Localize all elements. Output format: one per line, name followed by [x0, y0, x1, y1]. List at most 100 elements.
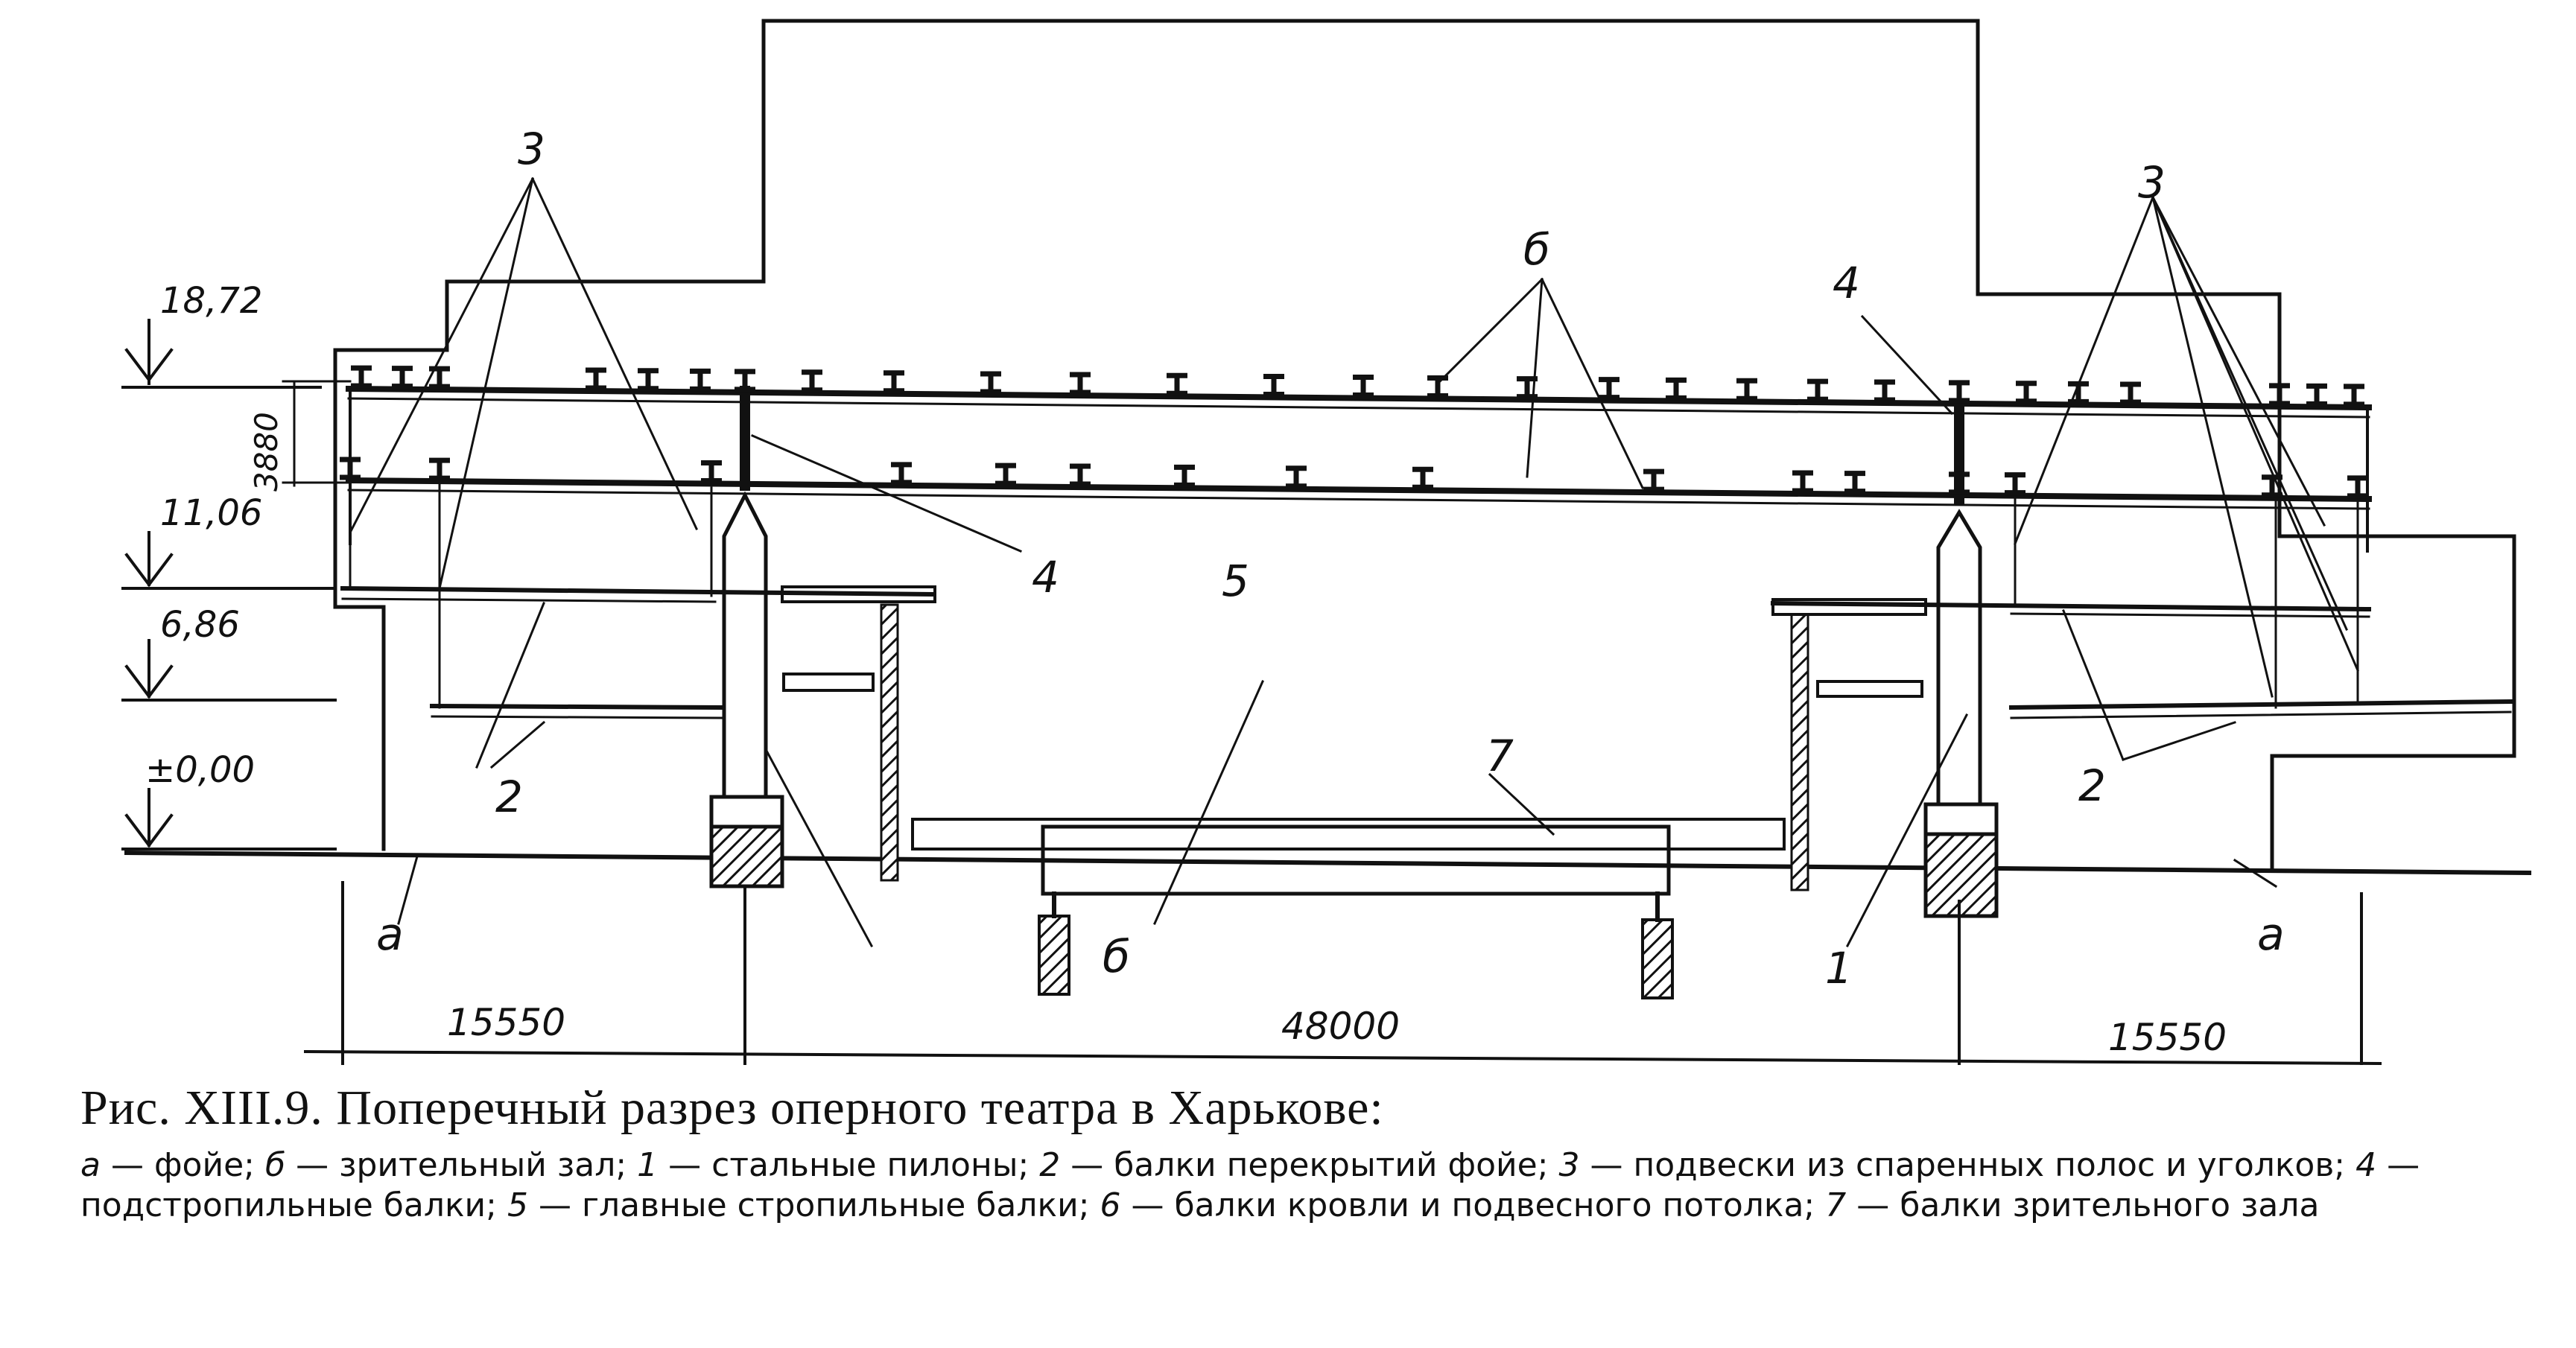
truss-top-chord [345, 385, 2373, 411]
callout-b-hall: б [1103, 931, 1130, 983]
legend-text: — балки перекрытий фойе; [1060, 1146, 1559, 1184]
i-beam-marker [638, 368, 659, 392]
i-beam-marker [2068, 381, 2089, 404]
i-beam-marker [2262, 474, 2282, 498]
i-beam-marker [1844, 471, 1865, 495]
pylon-left [722, 491, 768, 799]
legend-text: — балки зрительного зала [1846, 1186, 2320, 1224]
wall-right-hall [1790, 613, 1809, 891]
callout-3-right: 3 [2138, 157, 2166, 208]
truss-depth-dimension [282, 380, 352, 487]
span-dimensions [303, 881, 2382, 1078]
span-label-middle: 48000 [1281, 1005, 1400, 1048]
i-beam-marker [1070, 463, 1091, 487]
legend-key: 7 [1825, 1186, 1847, 1224]
truss-depth-label: 3880 [248, 412, 285, 492]
i-beam-marker [883, 370, 904, 394]
i-beam-marker [1949, 380, 1970, 404]
bracket-right [1816, 680, 1923, 698]
legend-text: — балки кровли и подвесного потолка; [1120, 1186, 1826, 1224]
callout-7: 7 [1486, 731, 1514, 781]
pylon-right [1936, 509, 1982, 807]
callout-4-left: 4 [1032, 552, 1059, 603]
span-label-right: 15550 [2108, 1016, 2227, 1059]
legend-text: — фойе; [100, 1146, 265, 1184]
pylon-base-right [1923, 802, 1999, 836]
truss-bottom-chord-inner [347, 489, 2370, 510]
foyer-beam-right-lower [2008, 699, 2513, 710]
i-beam-marker [429, 366, 450, 390]
legend-key: б [264, 1146, 286, 1184]
elevation-markers [121, 319, 337, 851]
slab-left [781, 585, 936, 603]
foyer-beam-right-upper-b [2010, 612, 2370, 618]
figure-caption: Рис. XIII.9. Поперечный разрез оперного … [80, 1078, 2561, 1226]
foyer-beam-left-upper [340, 585, 934, 597]
foundation-hall-left [1038, 915, 1070, 996]
caption-title: Рис. XIII.9. Поперечный разрез оперного … [80, 1081, 1384, 1135]
callout-a-right: а [2257, 909, 2285, 961]
foundation-right [1923, 832, 1999, 918]
i-beam-marker [1643, 468, 1664, 492]
i-beam-marker [2269, 383, 2290, 407]
i-beam-marker [1874, 379, 1895, 403]
i-beam-marker [690, 368, 711, 392]
elevation-label-1: 18,72 [160, 280, 262, 322]
i-beam-marker [1167, 372, 1187, 396]
i-beam-marker [2005, 472, 2025, 496]
truss-bottom-chord [345, 477, 2373, 503]
i-beam-marker [2306, 383, 2327, 407]
legend-key: 5 [507, 1186, 528, 1224]
i-beam-marker [1666, 377, 1687, 401]
elevation-label-4: ±0,00 [145, 749, 255, 791]
callout-3-left: 3 [518, 124, 545, 174]
i-beam-marker [2344, 384, 2364, 407]
foyer-beam-right-lower-b [2010, 710, 2512, 719]
i-beam-marker [1353, 375, 1374, 398]
legend-text: — главные стропильные балки; [527, 1186, 1100, 1224]
i-beam-marker [351, 365, 372, 389]
i-beam-marker [2347, 475, 2368, 499]
wall-left-hall [880, 603, 899, 882]
legend-key: 1 [637, 1146, 659, 1184]
hangers-right [2014, 497, 2359, 709]
callout-5: 5 [1222, 556, 1249, 606]
callout-1: 1 [1825, 943, 1853, 993]
building-outline [333, 19, 2516, 870]
foundation-left [709, 824, 784, 888]
i-beam-marker [980, 371, 1001, 395]
caption-legend: а — фойе; б — зрительный зал; 1 — стальн… [80, 1145, 2561, 1226]
elevation-label-2: 11,06 [160, 492, 262, 534]
slab-right [1771, 598, 1927, 616]
hangers-left [349, 483, 713, 709]
callout-2-left: 2 [495, 772, 523, 822]
callout-6: б [1523, 224, 1550, 275]
legend-text: — подвески из спаренных полос и уголков; [1579, 1146, 2356, 1184]
foyer-beam-left-lower [429, 703, 726, 710]
ground-line [124, 850, 2532, 876]
i-beam-marker [1807, 378, 1828, 402]
legend-text: — подстропильные балки; [80, 1146, 2420, 1224]
legend-key: 6 [1100, 1186, 1121, 1224]
i-beam-marker [1286, 465, 1307, 489]
foundation-hall-right [1641, 918, 1674, 999]
i-beam-marker [1517, 376, 1538, 400]
foyer-beam-left-upper-b [341, 597, 717, 603]
i-beam-marker [340, 457, 361, 480]
legend-key: а [80, 1146, 101, 1184]
i-beam-marker [701, 460, 722, 483]
i-beam-marker [1599, 377, 1619, 401]
cross-section-svg: 18,72 11,06 6,86 ±0,00 3880 15550 48000 … [121, 19, 2532, 1078]
legend-key: 4 [2355, 1146, 2377, 1184]
i-beam-marker [429, 457, 450, 481]
i-beam-marker [1792, 470, 1813, 494]
i-beam-marker [1263, 373, 1284, 397]
auditorium-beam [1041, 824, 1671, 896]
legend-key: 3 [1558, 1146, 1580, 1184]
roof-ceiling-beams [340, 365, 2368, 499]
callout-2-right: 2 [2078, 760, 2106, 811]
i-beam-marker [1412, 466, 1433, 490]
i-beam-marker [802, 369, 822, 393]
i-beam-marker [1070, 372, 1091, 395]
